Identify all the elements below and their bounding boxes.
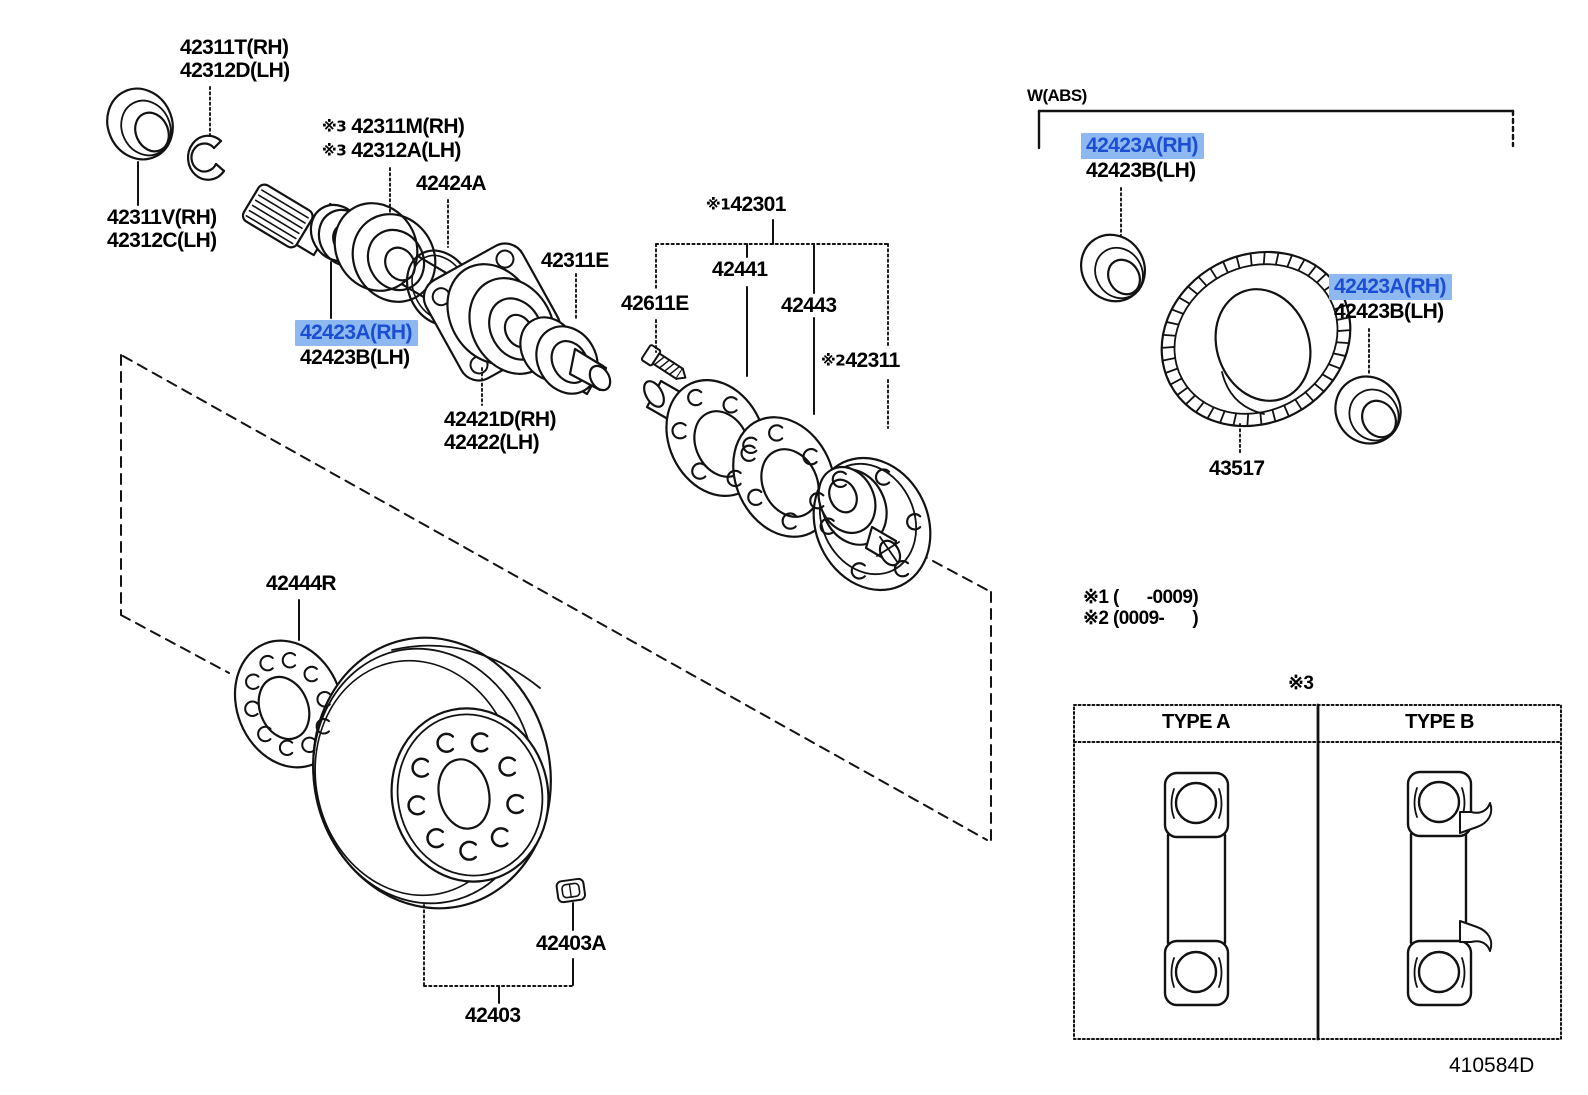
- part-number-line: W(ABS): [1027, 86, 1087, 105]
- part-number-line[interactable]: 42423B(LH): [1086, 159, 1196, 182]
- label-note1: ※1 ( -0009): [1083, 587, 1199, 608]
- label-42424a[interactable]: 42424A: [416, 172, 487, 195]
- clip-42403a-drawing: [555, 877, 587, 904]
- part-number-line[interactable]: 42403A: [536, 932, 607, 955]
- bearing-type-a-drawing: [1163, 771, 1230, 1007]
- part-number-line: 410584D: [1449, 1054, 1535, 1077]
- label-42441[interactable]: 42441: [712, 258, 768, 281]
- label-wabs: W(ABS): [1027, 86, 1087, 105]
- reference-mark: ※1: [706, 195, 731, 214]
- part-number-line: TYPE B: [1405, 711, 1474, 733]
- snap-ring-drawing: [186, 134, 226, 181]
- label-42423a-abs-seal1[interactable]: 42423A(RH)42423B(LH): [1081, 133, 1204, 182]
- part-number-line[interactable]: 42421D(RH): [444, 408, 556, 431]
- abs-seal-1-drawing: [1080, 233, 1146, 303]
- part-number-line[interactable]: 43517: [1209, 457, 1265, 480]
- label-42301[interactable]: ※142301: [706, 193, 786, 217]
- label-42311t-42312d[interactable]: 42311T(RH)42312D(LH): [180, 36, 290, 82]
- part-number-line: ※1 ( -0009): [1083, 587, 1199, 608]
- part-number-line[interactable]: 42423B(LH): [1334, 300, 1444, 323]
- label-42423a-abs-seal2[interactable]: 42423A(RH)42423B(LH): [1329, 274, 1452, 323]
- part-number-line[interactable]: 42311E: [541, 249, 609, 272]
- label-42444r[interactable]: 42444R: [266, 572, 337, 595]
- part-number-line[interactable]: 42403: [465, 1004, 521, 1027]
- part-number-line: ※3: [1288, 673, 1314, 694]
- label-type-b-header: TYPE B: [1318, 711, 1561, 733]
- part-number-line[interactable]: ※142301: [706, 193, 786, 216]
- label-42311m-42312a[interactable]: ※3 42311M(RH)※3 42312A(LH): [322, 115, 465, 162]
- part-number-line[interactable]: ※3 42311M(RH): [322, 115, 465, 138]
- part-number-line[interactable]: 42422(LH): [444, 431, 540, 454]
- retainer-ring-drawing: [106, 87, 174, 161]
- bolt-hole-marks: [244, 388, 922, 861]
- hub-bolt-drawing: [640, 344, 687, 380]
- label-note2: ※2 (0009- ): [1083, 608, 1199, 629]
- part-number-line[interactable]: 42311T(RH): [180, 36, 289, 59]
- part-number-line[interactable]: 42611E: [621, 292, 689, 315]
- wabs-bracket: [1037, 109, 1515, 150]
- label-42421d-42422[interactable]: 42421D(RH)42422(LH): [444, 408, 556, 454]
- label-42403a[interactable]: 42403A: [536, 932, 607, 955]
- axle-shaft-drawing: [241, 183, 612, 396]
- part-number-line[interactable]: ※242311: [821, 349, 900, 372]
- reference-mark: ※3: [322, 141, 352, 159]
- part-number-line[interactable]: 42443: [781, 294, 837, 317]
- part-number-line: ※2 (0009- ): [1083, 608, 1199, 629]
- oil-deflector-drawing: [519, 316, 612, 395]
- type-table: [1073, 703, 1562, 1041]
- part-number-line[interactable]: 42312C(LH): [107, 229, 217, 252]
- label-42443[interactable]: 42443: [781, 294, 837, 317]
- label-42423a-axle[interactable]: 42423A(RH)42423B(LH): [295, 320, 418, 369]
- highlighted-part-number[interactable]: 42423A(RH): [1329, 274, 1452, 300]
- gasket-plate-2-drawing: [732, 416, 836, 538]
- label-42311[interactable]: ※242311: [821, 349, 900, 373]
- part-number-line[interactable]: 42423B(LH): [300, 346, 410, 369]
- highlighted-part-number[interactable]: 42423A(RH): [295, 320, 418, 346]
- abs-seal-2-drawing: [1334, 375, 1402, 445]
- part-number-line[interactable]: 42312D(LH): [180, 59, 290, 82]
- highlighted-part-number[interactable]: 42423A(RH): [1081, 133, 1204, 159]
- label-type-a-header: TYPE A: [1074, 711, 1318, 733]
- part-number-line[interactable]: 42444R: [266, 572, 337, 595]
- part-number-line[interactable]: ※3 42312A(LH): [322, 138, 461, 162]
- label-42311v-42312c[interactable]: 42311V(RH)42312C(LH): [107, 206, 217, 252]
- label-42611e[interactable]: 42611E: [621, 292, 689, 315]
- part-number-line: TYPE A: [1162, 711, 1231, 733]
- section-boundary-dashed-lines: [120, 354, 992, 841]
- bearing-type-b-drawing: [1406, 770, 1493, 1007]
- part-number-line[interactable]: 42311V(RH): [107, 206, 217, 229]
- axle-bearing-drawing: [333, 202, 437, 303]
- reference-mark: ※2: [821, 351, 846, 370]
- reference-mark: ※3: [322, 117, 352, 136]
- label-table-ref: ※3: [1288, 673, 1314, 694]
- label-42311e[interactable]: 42311E: [541, 249, 609, 272]
- label-drawing-code: 410584D: [1449, 1054, 1534, 1077]
- label-42403[interactable]: 42403: [465, 1004, 521, 1027]
- leader-lines-solid: [137, 161, 815, 1004]
- part-number-line[interactable]: 42424A: [416, 172, 487, 195]
- label-43517[interactable]: 43517: [1209, 457, 1265, 480]
- part-number-line[interactable]: 42441: [712, 258, 768, 281]
